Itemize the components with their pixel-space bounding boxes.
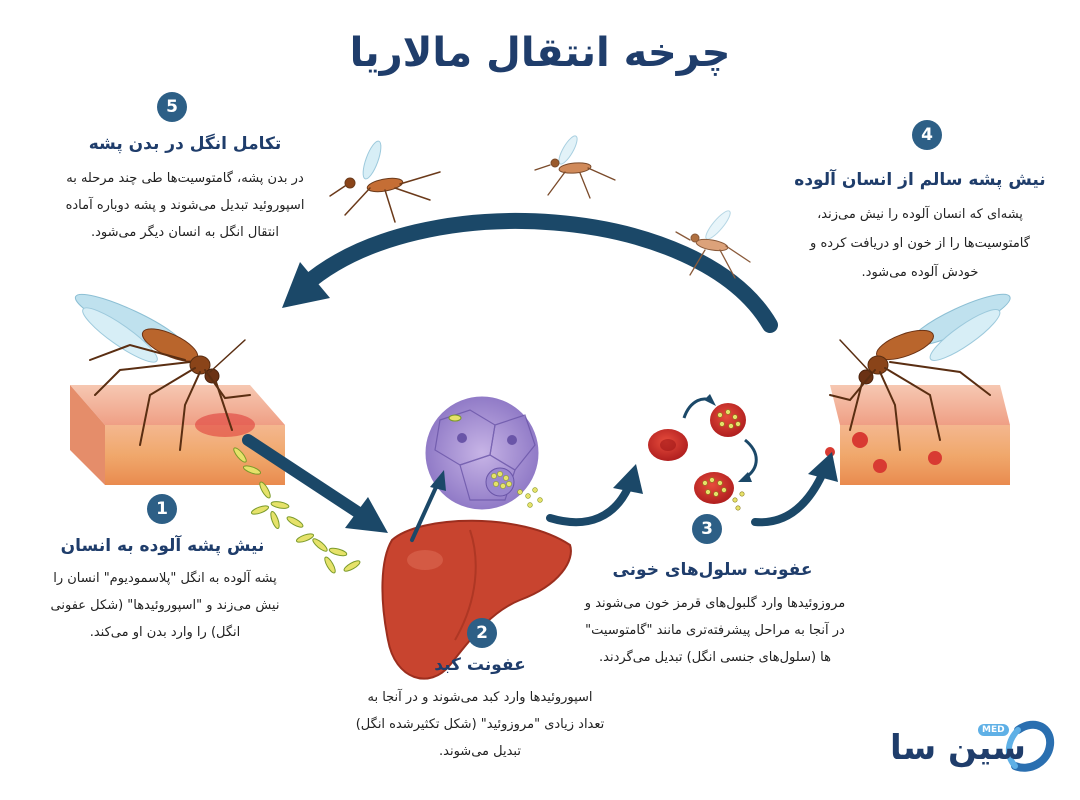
liver-cells-zoom	[422, 393, 543, 513]
sporozoites	[233, 447, 361, 574]
red-blood-cells	[648, 394, 758, 511]
arrow-cells-to-rbc	[546, 464, 643, 527]
step-5-line: در بدن پشه، گامتوسیت‌ها طی چند مرحله به	[66, 171, 304, 186]
step-4-line: پشه‌ای که انسان آلوده را نیش می‌زند،	[817, 207, 1023, 222]
step-1-line: نیش می‌زند و "اسپوروئیدها" (شکل عفونی	[50, 598, 280, 613]
step-2-description: اسپوروئیدها وارد کبد می‌شوند و در آنجا ب…	[300, 684, 660, 765]
step-2-line: اسپوروئیدها وارد کبد می‌شوند و در آنجا ب…	[367, 690, 593, 705]
mosquito-right	[829, 293, 1011, 451]
step-1-line: انگل) را وارد بدن او می‌کند.	[89, 625, 241, 640]
page-title: چرخه انتقال مالاریا	[349, 30, 731, 76]
arrow-liver-to-cells	[410, 470, 446, 542]
arrow-rbc-to-skin	[751, 452, 838, 527]
step-4-line: خودش آلوده می‌شود.	[861, 265, 979, 280]
liver	[381, 519, 572, 680]
step-5-badge: 5	[157, 92, 187, 122]
step-2-badge: 2	[467, 618, 497, 648]
step-5-line: انتقال انگل به انسان دیگر می‌شود.	[90, 225, 280, 240]
step-5-description: در بدن پشه، گامتوسیت‌ها طی چند مرحله به …	[40, 165, 330, 246]
step-1-badge: 1	[147, 494, 177, 524]
mosquito-left	[74, 293, 251, 451]
step-5-line: اسپوروئید تبدیل می‌شوند و پشه دوباره آما…	[65, 198, 305, 213]
mosquito-small-1	[329, 140, 441, 223]
step-3-description: مروزوئیدها وارد گلبول‌های قرمز خون می‌شو…	[555, 590, 875, 671]
step-2-line: تبدیل می‌شوند.	[439, 744, 521, 759]
step-3-line: در آنجا به مراحل پیشرفته‌تری مانند "گامت…	[585, 623, 845, 638]
step-4-description: پشه‌ای که انسان آلوده را نیش می‌زند، گام…	[775, 200, 1065, 287]
arrow-skin-to-liver	[242, 434, 388, 533]
mosquito-small-2	[534, 135, 616, 199]
step-2-line: تعداد زیادی "مروزوئید" (شکل تکثیرشده انگ…	[355, 717, 605, 732]
brand-tag: MED	[978, 724, 1009, 736]
skin-left	[70, 385, 285, 485]
skin-right	[825, 385, 1010, 485]
step-3-title: عفونت سلول‌های خونی	[612, 560, 813, 580]
step-3-badge: 3	[692, 514, 722, 544]
top-cycle-arrow	[282, 213, 778, 333]
step-5-title: تکامل انگل در بدن پشه	[88, 134, 282, 154]
step-1-description: پشه آلوده به انگل "پلاسمودیوم" انسان را …	[25, 565, 305, 646]
step-3-line: مروزوئیدها وارد گلبول‌های قرمز خون می‌شو…	[584, 596, 846, 611]
mosquito-small-3	[675, 210, 751, 279]
step-2-title: عفونت کبد	[434, 655, 526, 675]
step-4-line: گامتوسیت‌ها را از خون او دریافت کرده و	[810, 236, 1030, 251]
step-1-title: نیش پشه آلوده به انسان	[60, 536, 265, 556]
step-4-title: نیش پشه سالم از انسان آلوده	[794, 170, 1046, 190]
step-1-line: پشه آلوده به انگل "پلاسمودیوم" انسان را	[53, 571, 277, 586]
step-3-line: ها (سلول‌های جنسی انگل) تبدیل می‌گردند.	[599, 650, 831, 665]
step-4-badge: 4	[912, 120, 942, 150]
brand-logo-icon	[1005, 720, 1055, 772]
